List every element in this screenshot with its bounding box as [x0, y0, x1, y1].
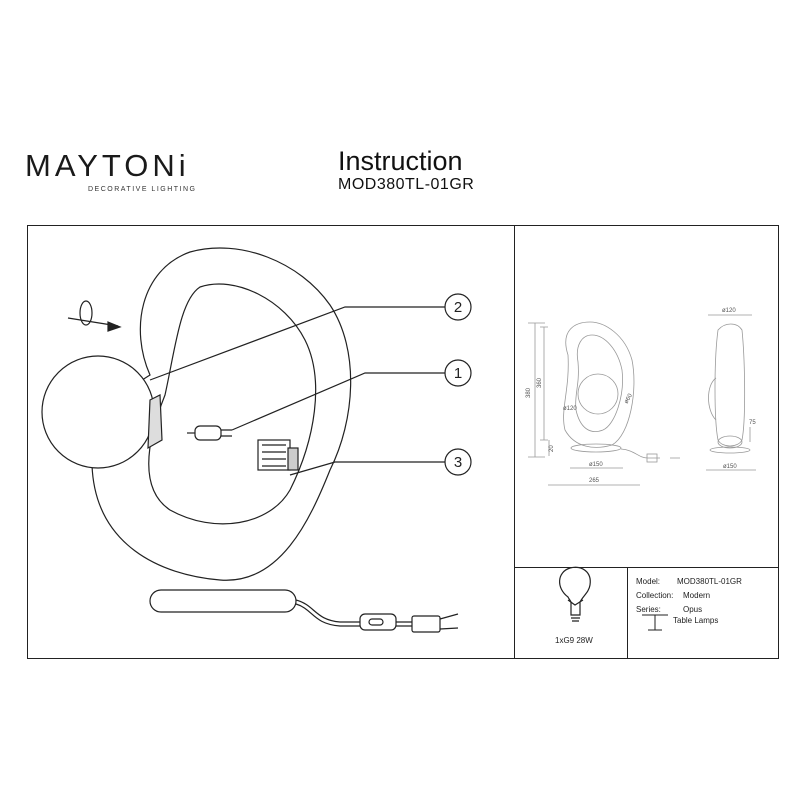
power-plug: [411, 615, 441, 633]
lamp-body-outer: [91, 247, 352, 581]
lamp-base: [149, 589, 297, 613]
brand-logo: MAYTONi: [25, 148, 190, 183]
instruction-frame: [27, 225, 779, 659]
callout-1-label: 1: [454, 365, 462, 382]
callout-3: [444, 448, 472, 476]
side-view-drawing: [706, 314, 756, 471]
socket-icon: [257, 439, 299, 471]
lamp-body-inner: [148, 283, 317, 525]
glass-sphere: [41, 355, 155, 469]
model-value: MOD380TL-01GR: [677, 577, 742, 586]
dim-body-height: 360: [537, 377, 543, 388]
cable-switch: [359, 613, 397, 631]
dim-ring-diameter: ø60: [624, 392, 635, 405]
table-lamp-icon: [642, 614, 668, 631]
page-title: Instruction: [338, 146, 463, 176]
bulb-spec: 1xG9 28W: [555, 636, 593, 645]
divider-vertical: [514, 225, 515, 659]
callout-1: [444, 359, 472, 387]
dim-total-height: 380: [526, 387, 532, 398]
callout-2-label: 2: [454, 299, 462, 316]
series-value: Opus: [683, 605, 703, 614]
collection-value: Modern: [683, 591, 711, 600]
dim-top-diameter: ø120: [722, 308, 736, 314]
light-bulb-icon: [559, 566, 591, 622]
type-value: Table Lamps: [673, 616, 719, 625]
dim-base-diameter: ø150: [589, 462, 603, 468]
front-view-drawing: [528, 321, 680, 486]
divider-horizontal: [514, 567, 779, 568]
dim-width: 265: [589, 478, 600, 484]
g9-bulb-icon: [187, 425, 232, 441]
callout-2: [444, 293, 472, 321]
dim-side-height: 75: [749, 420, 756, 426]
model-label: Model:: [636, 577, 661, 586]
dim-base-height: 20: [549, 445, 555, 452]
dim-side-base-diameter: ø150: [723, 464, 737, 470]
collection-label: Collection:: [636, 591, 674, 600]
series-label: Series:: [636, 605, 661, 614]
model-code: MOD380TL-01GR: [338, 176, 475, 193]
brand-tagline: DECORATIVE LIGHTING: [88, 186, 197, 193]
dim-sphere-diameter: ø120: [563, 406, 577, 412]
divider-vertical-small: [627, 567, 628, 659]
callout-3-label: 3: [454, 454, 462, 471]
